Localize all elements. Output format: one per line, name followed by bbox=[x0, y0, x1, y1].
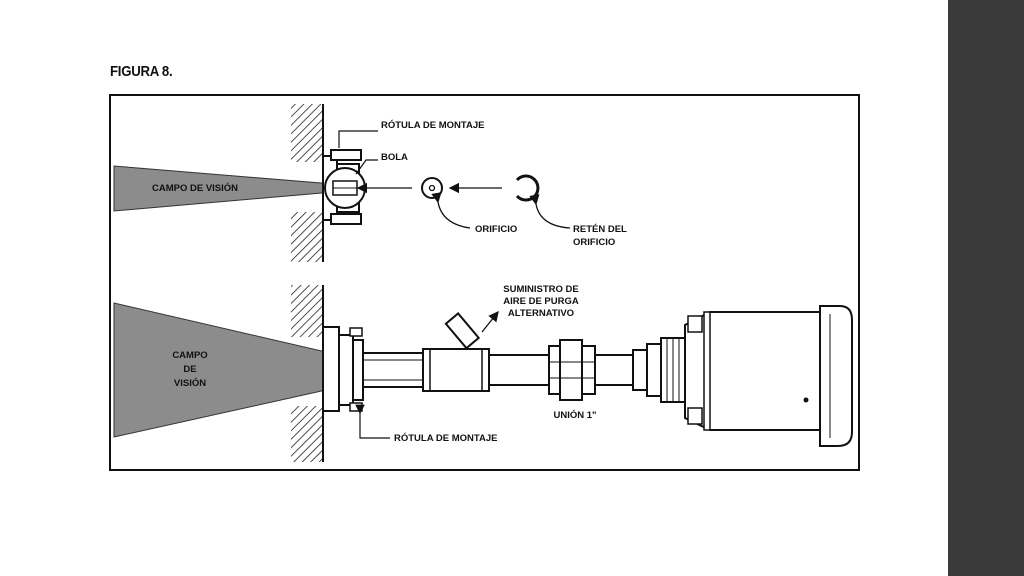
bottom-assembly: CAMPO DE VISIÓN SUMINISTRO DE AIRE DE PU… bbox=[113, 284, 853, 462]
wall-top-lower bbox=[291, 212, 323, 262]
wall-top-upper bbox=[291, 104, 323, 162]
purge-label-line1: SUMINISTRO DE bbox=[503, 284, 578, 295]
mount-flange-bottom bbox=[322, 326, 340, 412]
wall-bottom-lower bbox=[291, 406, 323, 462]
fov-label-bottom-line3: VISIÓN bbox=[174, 377, 206, 389]
pipe-segment-3 bbox=[594, 354, 634, 386]
fov-label-top: CAMPO DE VISIÓN bbox=[152, 182, 238, 194]
mount-label-bottom: RÓTULA DE MONTAJE bbox=[394, 432, 497, 444]
orifice-retainer bbox=[515, 174, 540, 202]
purge-label-line3: ALTERNATIVO bbox=[508, 308, 574, 319]
pipe-segment-1 bbox=[362, 352, 424, 388]
sensor-cover bbox=[819, 305, 853, 447]
mount-label-top: RÓTULA DE MONTAJE bbox=[381, 119, 484, 131]
side-accent-bar bbox=[948, 0, 1024, 576]
union-label: UNIÓN 1" bbox=[553, 409, 596, 421]
ball-label: BOLA bbox=[381, 152, 408, 163]
orifice-label: ORIFICIO bbox=[475, 224, 517, 235]
purge-inlet bbox=[444, 311, 481, 350]
pipe-segment-2 bbox=[488, 354, 550, 386]
retainer-label-line1: RETÉN DEL bbox=[573, 224, 627, 235]
purge-label-line2: AIRE DE PURGA bbox=[503, 296, 579, 307]
fov-label-bottom-line2: DE bbox=[183, 364, 196, 375]
figure-title: FIGURA 8. bbox=[110, 63, 173, 80]
retainer-label-line2: ORIFICIO bbox=[573, 237, 615, 248]
fov-label-bottom-line1: CAMPO bbox=[172, 350, 207, 361]
wall-bottom-upper bbox=[291, 285, 323, 337]
top-assembly: CAMPO DE VISIÓN RÓTULA DE MONTAJE BOLA O… bbox=[113, 104, 627, 262]
wye-fitting bbox=[422, 348, 490, 392]
